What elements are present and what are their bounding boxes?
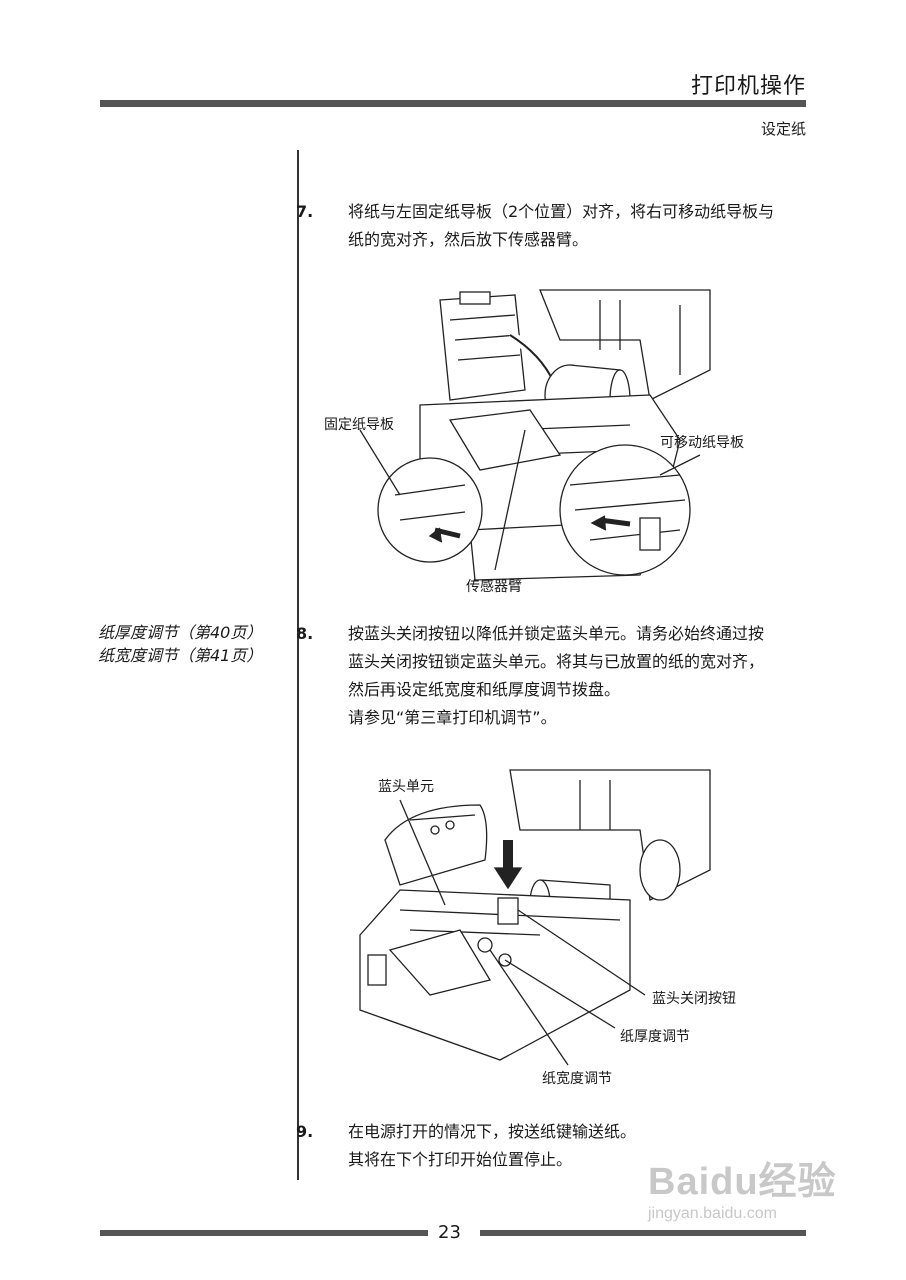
page-number: 23 [438,1222,461,1243]
watermark-url: jingyan.baidu.com [648,1205,777,1222]
step-8: 8. 按蓝头关闭按钮以降低并锁定蓝头单元。请务必始终通过按 蓝头关闭按钮锁定蓝头单… [296,620,765,732]
label-sensor-arm: 传感器臂 [466,579,522,595]
side-reference-width: 纸宽度调节（第41页） [98,646,263,665]
step-text: 按蓝头关闭按钮以降低并锁定蓝头单元。请务必始终通过按 [348,624,765,643]
step-number: 9. [296,1122,314,1141]
step-text: 将纸与左固定纸导板（2个位置）对齐，将右可移动纸导板与 [348,202,775,221]
page-subsection-title: 设定纸 [760,120,806,138]
step-number: 7. [296,202,314,221]
label-movable-paper-guide: 可移动纸导板 [660,435,744,451]
label-head-close-button: 蓝头关闭按钮 [652,991,736,1007]
label-paper-thickness-adjust: 纸厚度调节 [620,1029,690,1045]
figure-paper-guides [359,289,711,581]
watermark-logo: Baidu经验 [648,1161,837,1203]
figure-head-unit [359,769,711,1066]
page-section-title: 打印机操作 [690,74,806,99]
step-text: 蓝头关闭按钮锁定蓝头单元。将其与已放置的纸的宽对齐， [348,652,765,671]
step-number: 8. [296,624,314,643]
step-text: 在电源打开的情况下，按送纸键输送纸。 [348,1122,637,1141]
step-text: 纸的宽对齐，然后放下传感器臂。 [348,230,589,249]
step-9: 9. 在电源打开的情况下，按送纸键输送纸。 其将在下个打印开始位置停止。 [296,1118,637,1174]
step-text: 请参见“第三章打印机调节”。 [348,708,557,727]
label-head-unit: 蓝头单元 [378,779,434,795]
side-reference-thickness: 纸厚度调节（第40页） [98,623,263,642]
watermark: Baidu经验 jingyan.baidu.com [648,1150,837,1223]
step-7: 7. 将纸与左固定纸导板（2个位置）对齐，将右可移动纸导板与 纸的宽对齐，然后放下… [296,198,775,254]
footer-rule-left [100,1230,428,1236]
column-divider [297,150,299,1180]
footer-rule-right [480,1230,806,1236]
side-reference: 纸厚度调节（第40页） 纸宽度调节（第41页） [98,621,262,667]
step-text: 然后再设定纸宽度和纸厚度调节拨盘。 [348,680,621,699]
label-paper-width-adjust: 纸宽度调节 [542,1071,612,1087]
header-rule [100,100,806,107]
label-fixed-paper-guide: 固定纸导板 [324,417,394,433]
step-text: 其将在下个打印开始位置停止。 [348,1150,573,1169]
